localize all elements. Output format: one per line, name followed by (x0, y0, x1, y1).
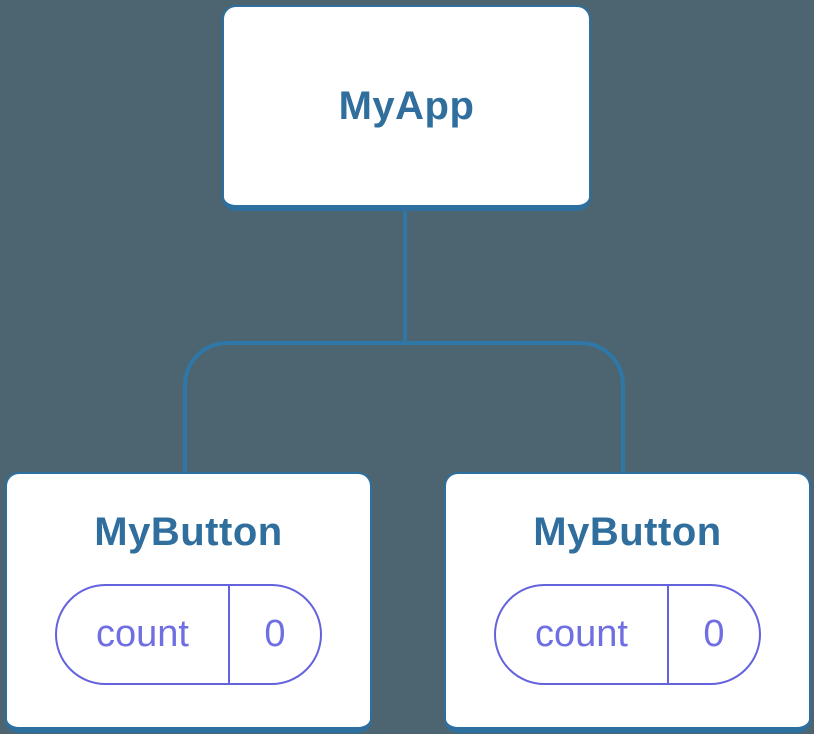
tree-connector-bracket (183, 341, 625, 472)
state-key-label: count (57, 586, 230, 683)
myapp-node: MyApp (222, 5, 591, 211)
mybutton-node-left: MyButton count 0 (5, 472, 372, 733)
mybutton-node-right: MyButton count 0 (444, 472, 811, 733)
state-value-label: 0 (264, 613, 286, 655)
state-pill-left: count 0 (55, 584, 322, 685)
tree-connector-stem (403, 211, 407, 345)
myapp-title: MyApp (338, 84, 475, 128)
state-pill-right: count 0 (494, 584, 761, 685)
state-value-label: 0 (703, 613, 725, 655)
state-key-label: count (496, 586, 669, 683)
mybutton-right-title: MyButton (533, 510, 722, 554)
mybutton-left-title: MyButton (94, 510, 283, 554)
